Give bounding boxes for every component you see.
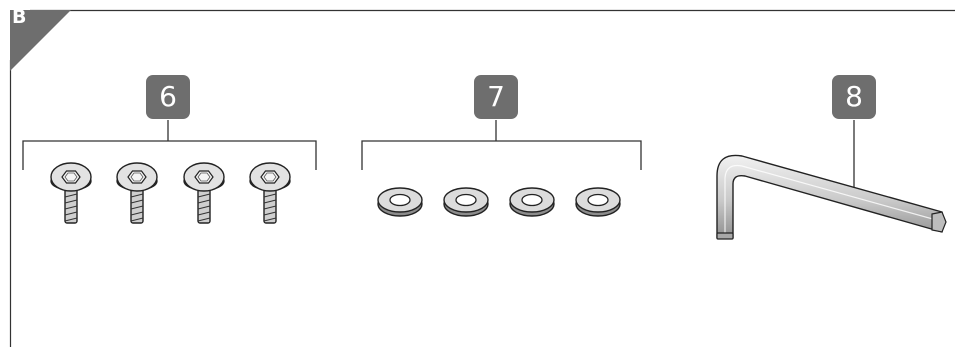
callout-6-badge: 6 (146, 75, 190, 119)
bracket-7 (361, 120, 642, 170)
callout-8-badge: 8 (832, 75, 876, 119)
washer-4 (575, 187, 621, 217)
hex-key (716, 154, 947, 240)
screw-1 (50, 162, 92, 224)
panel-label: B (12, 6, 27, 28)
washer-2 (443, 187, 489, 217)
callout-7-badge: 7 (474, 75, 518, 119)
screw-3 (183, 162, 225, 224)
panel-tab (10, 10, 71, 71)
washer-3 (509, 187, 555, 217)
washer-1 (377, 187, 423, 217)
bracket-6 (22, 120, 317, 170)
screw-4 (249, 162, 291, 224)
screw-2 (116, 162, 158, 224)
